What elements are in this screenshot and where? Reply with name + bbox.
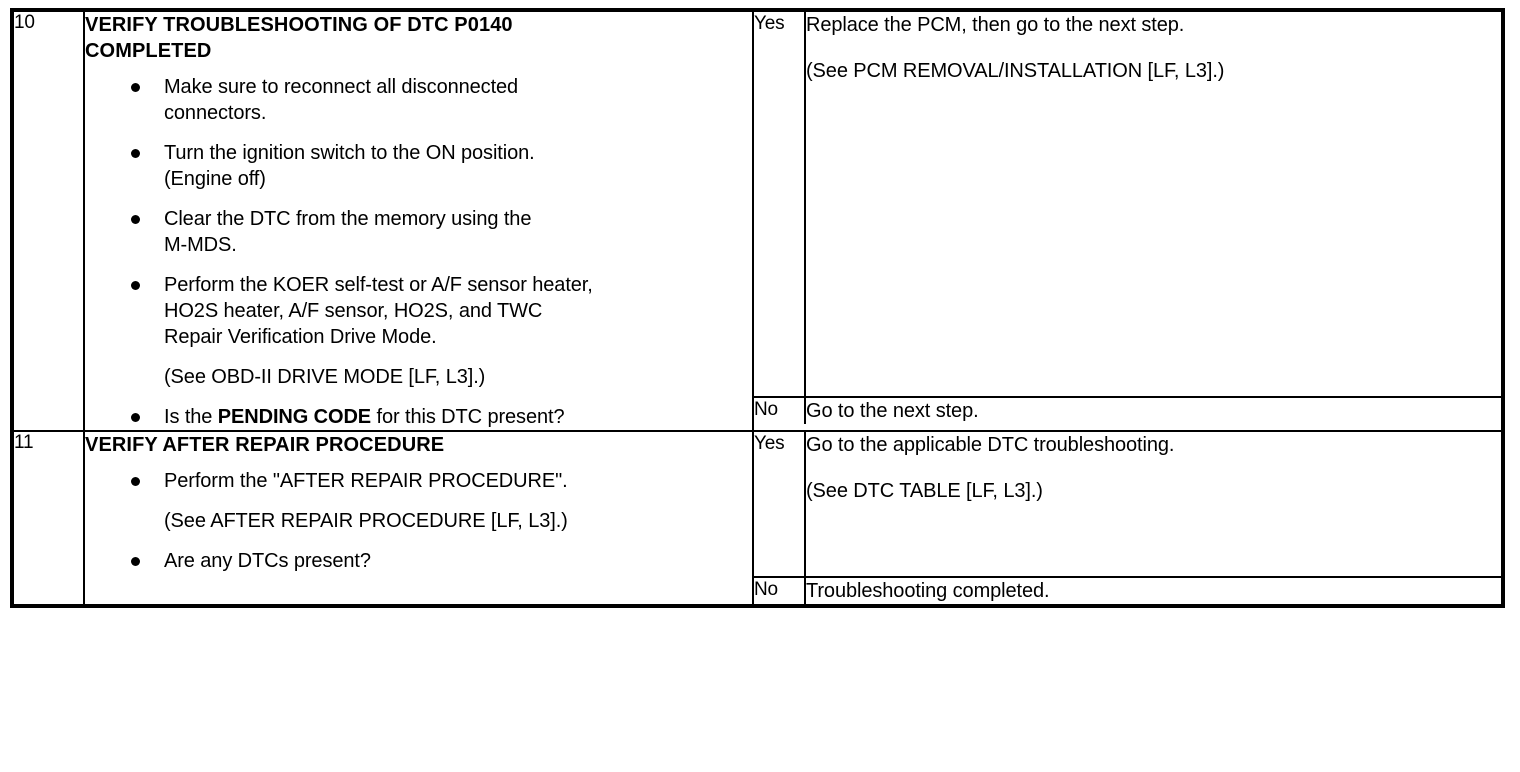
action-bullet-list: Make sure to reconnect all disconnected …: [85, 74, 752, 350]
result-label-yes: Yes: [754, 13, 785, 34]
bullet-dot-icon: [131, 477, 140, 486]
question-label: Are any DTCs present?: [164, 550, 371, 572]
list-item: Are any DTCs present?: [85, 548, 752, 574]
troubleshooting-table: 10 VERIFY TROUBLESHOOTING OF DTC P0140 C…: [10, 8, 1505, 608]
list-item-label: Turn the ignition switch to the ON posit…: [164, 142, 535, 190]
result-label-yes: Yes: [754, 433, 785, 454]
step-action-cell: VERIFY TROUBLESHOOTING OF DTC P0140 COMP…: [83, 10, 753, 431]
reference-note: (See AFTER REPAIR PROCEDURE [LF, L3].): [164, 510, 568, 532]
reference-note: (See OBD-II DRIVE MODE [LF, L3].): [164, 366, 486, 388]
step-number-cell: 11: [12, 430, 84, 606]
result-line: (See DTC TABLE [LF, L3].): [806, 480, 1043, 502]
result-label-no: No: [754, 576, 805, 604]
step-number: 10: [14, 12, 35, 33]
list-item-label: Make sure to reconnect all disconnected …: [164, 76, 519, 124]
result-row-yes: Yes Go to the applicable DTC troubleshoo…: [754, 432, 1501, 577]
step-results-cell: Yes Go to the applicable DTC troubleshoo…: [752, 430, 1503, 606]
list-item-label: Perform the "AFTER REPAIR PROCEDURE".: [164, 470, 568, 492]
list-item: Perform the "AFTER REPAIR PROCEDURE".: [85, 468, 752, 494]
action-question-list: Is the PENDING CODE for this DTC present…: [85, 404, 752, 430]
bullet-dot-icon: [131, 281, 140, 290]
result-row-no: No Troubleshooting completed.: [754, 576, 1501, 604]
result-line: Go to the applicable DTC troubleshooting…: [806, 434, 1175, 456]
step-action-cell: VERIFY AFTER REPAIR PROCEDURE Perform th…: [83, 430, 753, 606]
question-emphasis: PENDING CODE: [217, 406, 372, 428]
result-action-yes: Replace the PCM, then go to the next ste…: [804, 12, 1501, 397]
bullet-dot-icon: [131, 83, 140, 92]
list-item: Clear the DTC from the memory using the …: [85, 206, 752, 258]
bullet-dot-icon: [131, 557, 140, 566]
question-label: Is the PENDING CODE for this DTC present…: [164, 406, 565, 428]
list-item-label: Clear the DTC from the memory using the …: [164, 208, 532, 256]
action-bullet-list: Perform the "AFTER REPAIR PROCEDURE".: [85, 468, 752, 494]
table-row: 11 VERIFY AFTER REPAIR PROCEDURE Perform…: [12, 430, 1503, 606]
result-row-yes: Yes Replace the PCM, then go to the next…: [754, 12, 1501, 397]
result-label-no: No: [754, 396, 805, 424]
result-action-yes: Go to the applicable DTC troubleshooting…: [804, 432, 1501, 577]
step-title: VERIFY AFTER REPAIR PROCEDURE: [85, 434, 445, 456]
bullet-dot-icon: [131, 413, 140, 422]
result-action-no: Troubleshooting completed.: [804, 576, 1501, 604]
step-title: VERIFY TROUBLESHOOTING OF DTC P0140 COMP…: [85, 14, 513, 62]
result-line: Troubleshooting completed.: [806, 580, 1050, 602]
step-number-cell: 10: [12, 10, 84, 431]
result-line: Replace the PCM, then go to the next ste…: [806, 14, 1185, 36]
bullet-dot-icon: [131, 149, 140, 158]
table-row: 10 VERIFY TROUBLESHOOTING OF DTC P0140 C…: [12, 10, 1503, 431]
result-action-no: Go to the next step.: [804, 396, 1501, 424]
bullet-dot-icon: [131, 215, 140, 224]
result-row-no: No Go to the next step.: [754, 396, 1501, 424]
action-question-list: Are any DTCs present?: [85, 548, 752, 574]
results-subtable: Yes Go to the applicable DTC troubleshoo…: [754, 432, 1501, 604]
results-subtable: Yes Replace the PCM, then go to the next…: [754, 12, 1501, 424]
step-number: 11: [14, 432, 34, 453]
list-item: Turn the ignition switch to the ON posit…: [85, 140, 752, 192]
result-line: (See PCM REMOVAL/INSTALLATION [LF, L3].): [806, 60, 1225, 82]
list-item: Perform the KOER self-test or A/F sensor…: [85, 272, 752, 350]
list-item-label: Perform the KOER self-test or A/F sensor…: [164, 274, 593, 348]
result-line: Go to the next step.: [806, 400, 979, 422]
list-item: Make sure to reconnect all disconnected …: [85, 74, 752, 126]
list-item: Is the PENDING CODE for this DTC present…: [85, 404, 752, 430]
step-results-cell: Yes Replace the PCM, then go to the next…: [752, 10, 1503, 431]
